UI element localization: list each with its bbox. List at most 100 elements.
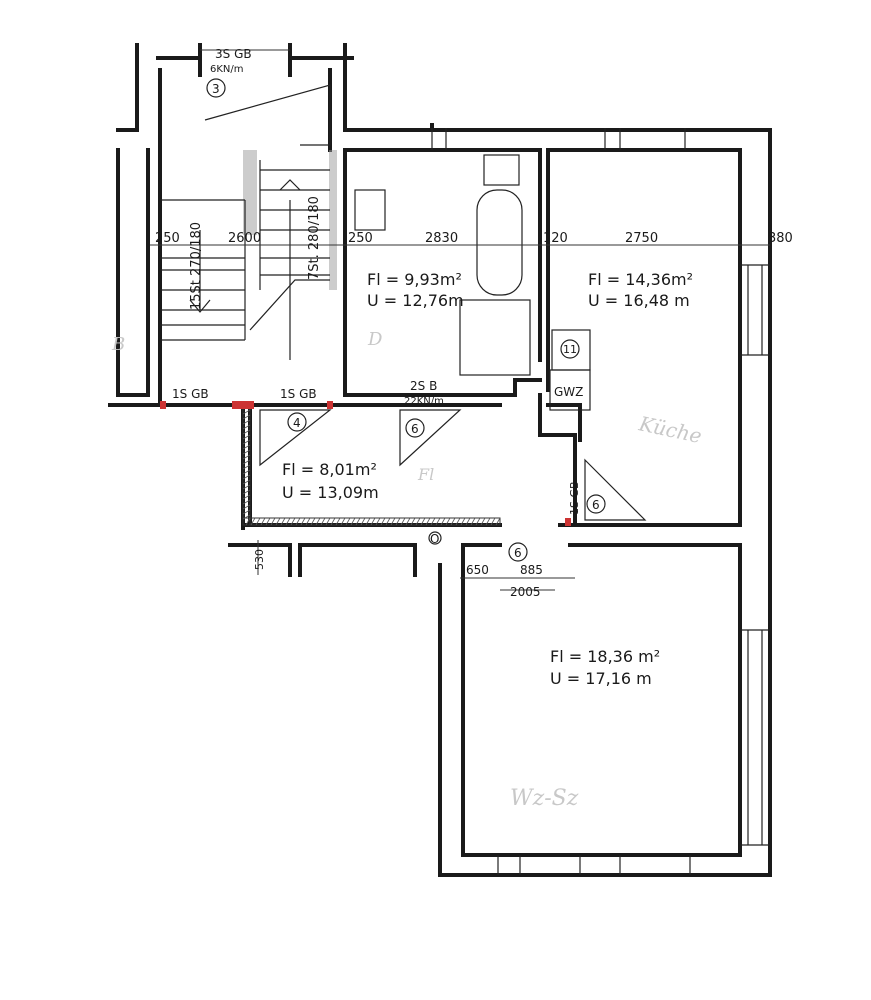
wall-hatch-stroke <box>242 414 251 420</box>
hall-perimeter: U = 13,09m <box>282 483 379 502</box>
wall-hatch-stroke <box>470 517 476 526</box>
dimension-lines <box>150 49 770 591</box>
load-top: 3S GB <box>215 47 252 61</box>
wall-hatch-stroke <box>242 424 251 430</box>
wall-hatch-stroke <box>420 517 426 526</box>
wall-hatch-stroke <box>255 517 261 526</box>
load-top-kn: 6KN/m <box>210 64 244 75</box>
marker-4: 4 <box>293 416 301 430</box>
dim-120: 120 <box>543 231 568 246</box>
hall-faint-label: Fl <box>417 465 434 484</box>
wall-hatch-stroke <box>335 517 341 526</box>
wall-hatch-stroke <box>285 517 291 526</box>
marker-6-hall: 6 <box>411 422 419 436</box>
wall-hatch-stroke <box>370 517 376 526</box>
wall-hatch-stroke <box>310 517 316 526</box>
kitchen-area: Fl = 14,36m² <box>588 270 693 289</box>
wall-hatch-stroke <box>400 517 406 526</box>
kitchen-faint-label: Küche <box>636 411 704 448</box>
load-22kn: 22KN/m <box>404 396 444 407</box>
wall-hatch-stroke <box>480 517 486 526</box>
dim-2750: 2750 <box>625 231 658 246</box>
stairs <box>160 84 331 360</box>
wall-hatch-stroke <box>242 464 251 470</box>
door-swings <box>259 409 647 521</box>
wall-hatch-stroke <box>242 469 251 475</box>
dim-530: 530 <box>253 549 266 570</box>
wall-hatch-stroke <box>250 517 256 526</box>
gwz-label: GWZ <box>554 385 583 399</box>
wall-hatch-stroke <box>315 517 321 526</box>
wall-hatch-stroke <box>242 484 251 490</box>
wall-hatch-stroke <box>242 494 251 500</box>
wall-hatch-stroke <box>242 454 251 460</box>
wall-hatch-stroke <box>475 517 481 526</box>
load-2sb: 2S B <box>410 379 437 393</box>
wall-hatch-stroke <box>330 517 336 526</box>
wall-hatch-stroke <box>242 434 251 440</box>
dim-250-mid: 250 <box>348 231 373 246</box>
wall-hatch-stroke <box>395 517 401 526</box>
load-1sgb-left: 1S GB <box>172 387 209 401</box>
kitchen-perimeter: U = 16,48 m <box>588 291 690 310</box>
hall-area: Fl = 8,01m² <box>282 460 377 479</box>
bath-perimeter: U = 12,76m <box>367 291 464 310</box>
wall-hatch-stroke <box>242 489 251 495</box>
marker-6-kitchen: 6 <box>592 498 600 512</box>
wall-hatch-stroke <box>485 517 491 526</box>
wall-hatch-stroke <box>300 517 306 526</box>
marker-3: 3 <box>212 82 220 96</box>
wall-hatch-stroke <box>450 517 456 526</box>
wall-hatch-stroke <box>320 517 326 526</box>
wall-hatch-stroke <box>242 409 251 415</box>
wall-hatch-stroke <box>275 517 281 526</box>
wall-hatch-stroke <box>245 517 251 526</box>
wall-hatch-stroke <box>242 419 251 425</box>
wall-hatch-stroke <box>440 517 446 526</box>
marker-o: O <box>430 532 439 546</box>
wall-hatch-stroke <box>345 517 351 526</box>
red-markers <box>160 401 571 526</box>
wall-hatch-stroke <box>242 429 251 435</box>
load-1sgb-right: 1S GB <box>568 481 581 515</box>
bath-fixtures <box>354 154 591 411</box>
wall-hatch-stroke <box>425 517 431 526</box>
dim-2005: 2005 <box>510 585 541 599</box>
wall-hatch-stroke <box>380 517 386 526</box>
wall-hatch-stroke <box>390 517 396 526</box>
dim-2600: 2600 <box>228 231 261 246</box>
wall-hatch-stroke <box>242 514 251 520</box>
marker-11: 11 <box>563 343 577 356</box>
stair-label-left: 15St 270/180 <box>189 222 204 310</box>
wall-hatch-stroke <box>355 517 361 526</box>
wall-hatch-stroke <box>435 517 441 526</box>
wall-hatch-stroke <box>242 444 251 450</box>
wall-hatch-stroke <box>295 517 301 526</box>
wall-hatch-stroke <box>430 517 436 526</box>
load-1sgb-mid: 1S GB <box>280 387 317 401</box>
wall-hatch-stroke <box>350 517 356 526</box>
wall-hatch-stroke <box>242 459 251 465</box>
wall-hatch-stroke <box>465 517 471 526</box>
marker-6-living: 6 <box>514 546 522 560</box>
left-room-letter: B <box>111 334 125 355</box>
wall-hatch-stroke <box>415 517 421 526</box>
wall-hatch-stroke <box>242 439 251 445</box>
dim-380: 380 <box>768 231 793 246</box>
stair-label-right: 7St. 280/180 <box>307 196 322 280</box>
wall-hatch-stroke <box>495 517 501 526</box>
wall-hatch-stroke <box>325 517 331 526</box>
wall-hatch-stroke <box>340 517 346 526</box>
circle-markers <box>206 78 606 562</box>
wall-hatch-stroke <box>242 509 251 515</box>
dim-250-left: 250 <box>155 231 180 246</box>
bath-letter: D <box>367 329 383 350</box>
wall-hatch-stroke <box>410 517 416 526</box>
wall-hatch-stroke <box>445 517 451 526</box>
wall-hatch-stroke <box>405 517 411 526</box>
living-perimeter: U = 17,16 m <box>550 669 652 688</box>
wall-hatch-stroke <box>460 517 466 526</box>
windows <box>431 128 770 875</box>
living-area: Fl = 18,36 m² <box>550 647 660 666</box>
wall-hatch-stroke <box>365 517 371 526</box>
